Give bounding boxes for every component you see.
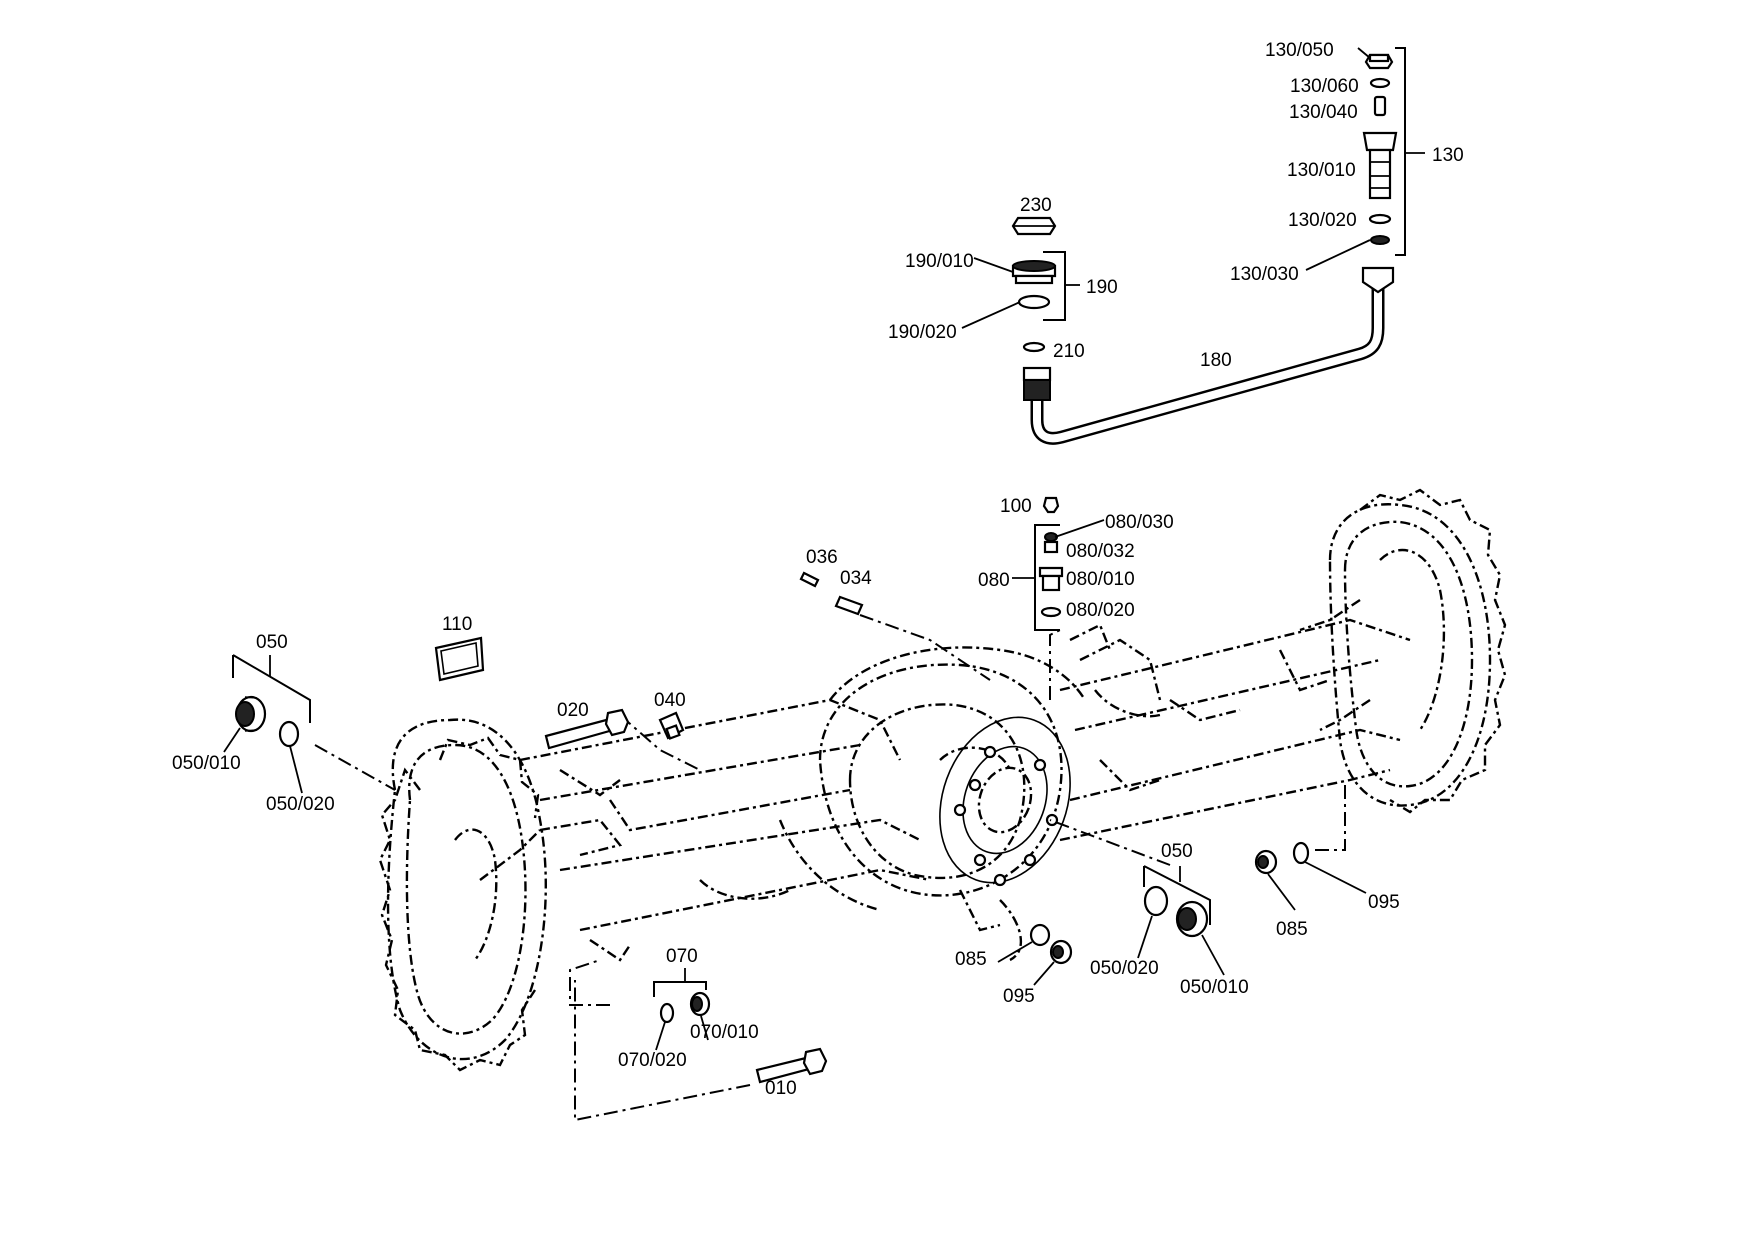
label-050-020-right: 050/020	[1090, 958, 1159, 979]
part-050-020-right-icon	[1143, 885, 1169, 917]
label-130-010: 130/010	[1287, 160, 1356, 181]
part-020-bolt	[544, 708, 630, 750]
label-085-mid: 085	[955, 949, 987, 970]
label-085-right: 085	[1276, 919, 1308, 940]
label-180: 180	[1200, 350, 1232, 371]
label-190-010: 190/010	[905, 251, 974, 272]
label-190-020: 190/020	[888, 322, 957, 343]
label-095-right: 095	[1368, 892, 1400, 913]
part-095-right-icon	[1292, 841, 1310, 865]
part-190-010-icon	[1011, 260, 1057, 285]
label-130-030: 130/030	[1230, 264, 1299, 285]
label-070-010: 070/010	[690, 1022, 759, 1043]
assembly-lines	[314, 614, 1346, 1122]
part-130-060-icon	[1369, 77, 1391, 89]
label-036: 036	[806, 547, 838, 568]
label-190: 190	[1086, 277, 1118, 298]
label-050-left: 050	[256, 632, 288, 653]
part-100-icon	[1042, 496, 1060, 514]
pipe-fitting-lower	[1022, 366, 1052, 401]
part-210-seal-icon	[1022, 341, 1046, 353]
label-130-040: 130/040	[1289, 102, 1358, 123]
label-130-020: 130/020	[1288, 210, 1357, 231]
part-050-right-group	[1137, 865, 1225, 976]
label-010: 010	[765, 1078, 797, 1099]
part-110-icon	[434, 636, 485, 682]
center-differential-housing	[778, 646, 1087, 962]
label-040: 040	[654, 690, 686, 711]
label-050-right: 050	[1161, 841, 1193, 862]
pipe-assembly-180	[1022, 266, 1395, 445]
part-050-left-group	[223, 654, 311, 794]
part-190-020-icon	[1017, 294, 1051, 310]
part-070-020-icon	[659, 1002, 675, 1024]
parts-085-095-right	[1254, 841, 1367, 911]
part-130-010-icon	[1362, 131, 1398, 200]
part-080-020-icon	[1040, 606, 1062, 618]
label-080-010: 080/010	[1066, 569, 1135, 590]
label-130-050: 130/050	[1265, 40, 1334, 61]
part-080-010-icon	[1038, 566, 1064, 592]
pipe-fitting-upper	[1361, 266, 1395, 294]
callout-labels: 130/050 130/060 130/040 130/010 130/020 …	[172, 40, 1464, 1099]
part-190-plug-group	[961, 216, 1080, 353]
part-050-020-left-icon	[278, 720, 300, 748]
right-hub-flange	[1299, 488, 1507, 814]
parts-085-095-mid	[997, 923, 1073, 986]
left-hub-flange	[378, 718, 547, 1072]
label-100: 100	[1000, 496, 1032, 517]
label-230: 230	[1020, 195, 1052, 216]
part-036-icon	[799, 571, 820, 588]
label-210: 210	[1053, 341, 1085, 362]
part-110-gasket	[434, 636, 485, 682]
label-080-030: 080/030	[1105, 512, 1174, 533]
label-070: 070	[666, 946, 698, 967]
right-axle-arm	[1059, 618, 1411, 842]
part-010-bolt	[755, 1047, 828, 1084]
label-050-010-left: 050/010	[172, 753, 241, 774]
part-085-mid-icon	[1029, 923, 1051, 947]
part-130-040-icon	[1373, 95, 1387, 117]
label-020: 020	[557, 700, 589, 721]
label-050-020-left: 050/020	[266, 794, 335, 815]
part-080-breather-group	[1012, 496, 1105, 631]
part-080-032-icon	[1043, 540, 1059, 554]
axle-housing	[378, 488, 1507, 1072]
label-095-mid: 095	[1003, 986, 1035, 1007]
label-080-032: 080/032	[1066, 541, 1135, 562]
part-095-mid-icon	[1049, 939, 1073, 965]
parts-036-034	[799, 571, 864, 616]
part-085-right-icon	[1254, 849, 1278, 875]
left-axle-arm	[519, 698, 931, 962]
label-034: 034	[840, 568, 872, 589]
part-050-010-left-icon	[235, 695, 267, 733]
part-040-plug	[658, 711, 685, 740]
part-130-valve-stack	[1305, 47, 1425, 271]
label-080: 080	[978, 570, 1010, 591]
label-130-060: 130/060	[1290, 76, 1359, 97]
label-070-020: 070/020	[618, 1050, 687, 1071]
part-034-icon	[834, 595, 864, 616]
label-050-010-right: 050/010	[1180, 977, 1249, 998]
part-070-010-icon	[689, 991, 711, 1017]
label-110: 110	[442, 614, 472, 635]
part-130-020-icon	[1368, 213, 1392, 225]
part-050-010-right-icon	[1175, 900, 1209, 938]
part-070-group	[653, 968, 711, 1051]
part-130-030-icon	[1370, 235, 1390, 245]
label-130: 130	[1432, 145, 1464, 166]
label-080-020: 080/020	[1066, 600, 1135, 621]
